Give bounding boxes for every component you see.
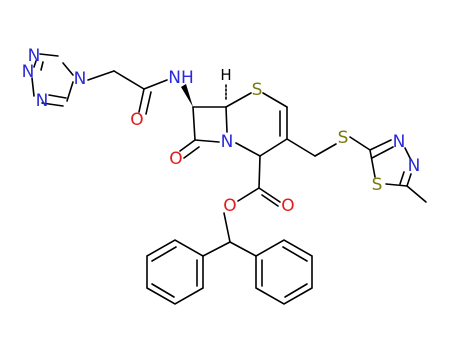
bond [314,143,337,157]
atom-n-tetrazole-3: N [36,91,49,111]
wedge-bond [181,84,193,107]
atom-nh-amide: NH [168,68,194,88]
atom-h-bridgehead: H [220,66,231,84]
bond [192,106,196,141]
bond [48,94,67,99]
bond [39,53,59,57]
atom-o-ester-carbonyl: O [281,196,294,216]
bond [259,138,288,157]
bond [33,60,37,68]
bond [286,138,316,157]
bond [406,173,412,187]
bond [225,92,252,108]
bond [113,70,145,90]
bond [179,139,196,152]
atom-n-thiadiazole-2: N [408,156,421,176]
bond [41,102,64,107]
bond [282,246,308,262]
bond [66,81,74,102]
bond [31,77,35,97]
bond [349,136,371,151]
bond [258,187,281,203]
bond [399,171,405,185]
bond [194,139,220,143]
bond [406,185,427,203]
bond [235,142,261,157]
bond [262,92,288,108]
bond [225,106,228,133]
atom-s-thioether: S [338,128,349,148]
bond [146,239,204,305]
atom-label-layer: N N N N NH O H S N O S N N S O O [22,46,421,216]
bond [385,183,408,187]
bond [258,155,261,189]
bond-layer [31,53,427,305]
atom-n-tetrazole-1: N [28,46,41,66]
bond [369,139,392,151]
atom-o-ester-single: O [223,196,236,216]
atom-n-thiadiazole-1: N [393,132,406,152]
atom-n-tetrazole-4: N [74,69,87,89]
atom-s-thiadiazole: S [372,175,383,195]
atom-o-amide: O [130,110,143,130]
atom-o-lactam: O [169,149,182,169]
bond [202,241,231,257]
bond [151,246,177,262]
bond [151,283,175,298]
atom-n-lactam: N [221,132,234,152]
bond [40,61,44,71]
bond [145,91,152,115]
bond [255,239,313,305]
bond [369,149,376,178]
bond [143,79,168,90]
bond [404,147,412,161]
atom-s-ring: S [252,80,263,100]
bond [229,241,257,257]
bond [371,146,394,159]
bond [237,187,260,202]
bond [138,88,145,113]
bond [261,194,279,207]
bond [284,283,308,298]
bond [87,70,115,81]
bond [223,212,231,243]
atom-n-tetrazole-2: N [22,62,35,82]
bond [62,62,74,76]
bond [183,146,200,159]
